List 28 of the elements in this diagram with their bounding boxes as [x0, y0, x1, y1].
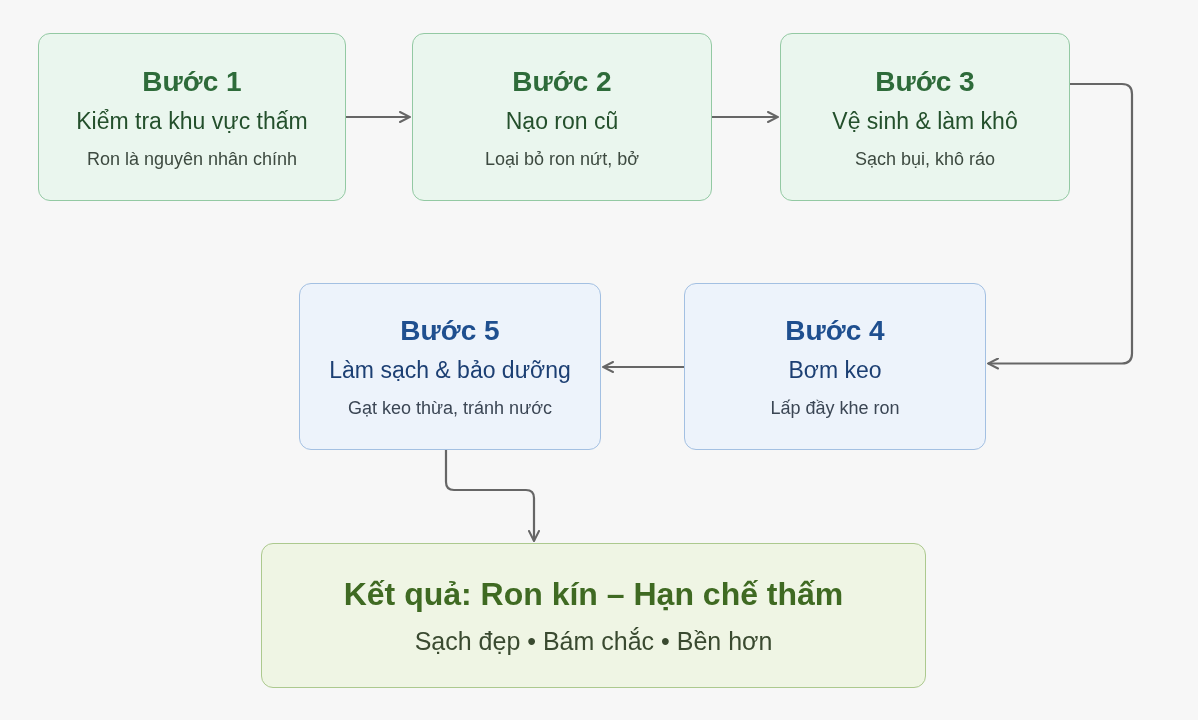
step-title: Bước 3 — [875, 64, 975, 99]
step-name: Làm sạch & bảo dưỡng — [329, 356, 571, 386]
step-title: Bước 4 — [785, 314, 885, 349]
step-name: Nạo ron cũ — [505, 106, 619, 136]
step-description: Sạch bụi, khô ráo — [854, 147, 996, 171]
arrow — [444, 450, 540, 542]
step-box — [38, 33, 346, 201]
step-box — [684, 283, 986, 450]
step-title: Bước 2 — [512, 64, 612, 99]
arrow — [712, 111, 779, 123]
step-description: Gạt keo thừa, tránh nước — [348, 397, 552, 420]
step-title: Bước 1 — [142, 64, 242, 99]
step-description: Ron là nguyên nhân chính — [86, 147, 298, 171]
step-box — [299, 283, 601, 450]
step-name: Vệ sinh & làm khô — [832, 106, 1018, 136]
result-box — [261, 543, 926, 688]
result-benefits: Sạch đẹp • Bám chắc • Bền hơn — [414, 625, 773, 657]
step-name: Kiểm tra khu vực thấm — [76, 106, 308, 136]
step-name: Bơm keo — [788, 356, 882, 386]
arrow — [987, 82, 1134, 370]
step-box — [412, 33, 712, 201]
arrow — [346, 111, 411, 123]
step-box — [780, 33, 1070, 201]
step-description: Lấp đầy khe ron — [770, 397, 900, 420]
step-description: Loại bỏ ron nứt, bở — [485, 147, 639, 171]
step-title: Bước 5 — [400, 314, 500, 349]
result-title: Kết quả: Ron kín – Hạn chế thấm — [343, 574, 844, 614]
arrow — [602, 361, 684, 373]
